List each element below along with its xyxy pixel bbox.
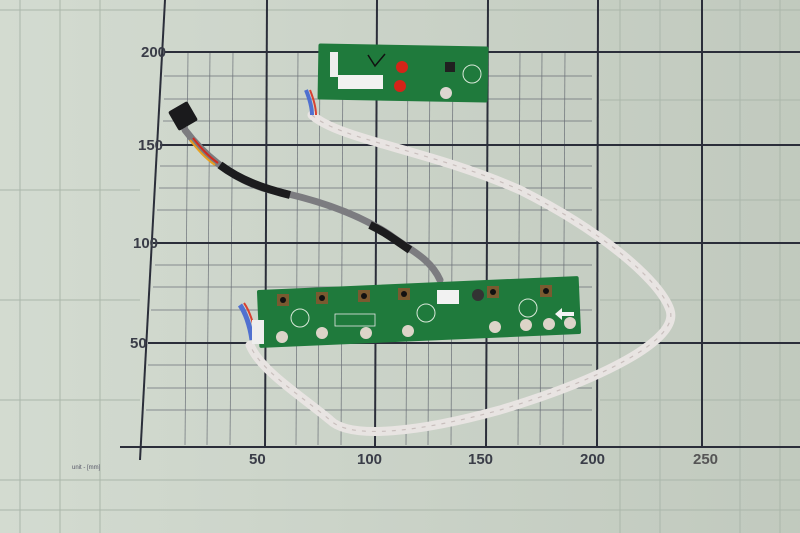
lower-pcb xyxy=(237,276,582,348)
x-label-200: 200 xyxy=(580,451,606,468)
wire-connector xyxy=(168,101,198,131)
y-label-50: 50 xyxy=(130,335,147,352)
x-label-150: 150 xyxy=(468,451,494,468)
y-label-100: 100 xyxy=(133,235,159,252)
x-label-50: 50 xyxy=(249,451,266,468)
y-label-150: 150 xyxy=(138,137,164,154)
y-label-200: 200 xyxy=(141,44,167,61)
x-label-100: 100 xyxy=(357,451,383,468)
white-cable xyxy=(245,110,676,436)
upper-pcb xyxy=(304,43,489,116)
x-label-250: 250 xyxy=(693,451,719,468)
unit-label: unit - [mm] xyxy=(72,465,101,471)
